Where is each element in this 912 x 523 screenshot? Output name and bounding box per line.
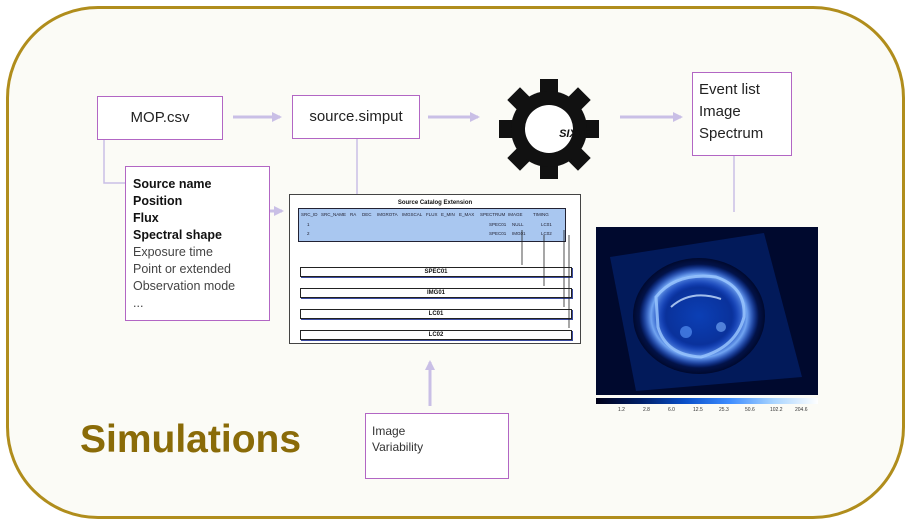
- param-exposure-time: Exposure time: [133, 245, 213, 259]
- catalog-cell-timing: LC01: [541, 222, 552, 227]
- output-event-list: Event list: [699, 81, 760, 98]
- output-image: Image: [699, 103, 741, 120]
- catalog-col-header: SRC_ID: [301, 212, 318, 217]
- catalog-ext-lc02: LC02: [300, 330, 572, 340]
- catalog-col-header: RA: [350, 212, 357, 217]
- catalog-header-row: SRC_ID SRC_NAME RA DEC IMGROTA IMGSCAL F…: [299, 212, 565, 219]
- catalog-table: SRC_ID SRC_NAME RA DEC IMGROTA IMGSCAL F…: [298, 208, 566, 242]
- catalog-cell-id: 2: [307, 231, 310, 236]
- source-parameters-box: Source name Position Flux Spectral shape…: [125, 166, 270, 321]
- connector-mop-to-params: [103, 138, 125, 184]
- mop-csv-label: MOP.csv: [130, 109, 190, 126]
- catalog-col-header: IMGSCAL: [402, 212, 423, 217]
- colorbar-tick: 102.2: [770, 407, 783, 413]
- param-spectral-shape: Spectral shape: [133, 228, 222, 242]
- outputs-box: Event list Image Spectrum: [692, 72, 792, 156]
- catalog-cell-image: IMG01: [512, 231, 526, 236]
- colorbar-tick: 1.2: [618, 407, 625, 413]
- catalog-col-header: SRC_NAME: [321, 212, 347, 217]
- extra-input-variability: Variability: [372, 440, 424, 454]
- extra-input-image: Image: [372, 424, 406, 438]
- colorbar-tick: 12.5: [693, 407, 703, 413]
- catalog-cell-image: NULL: [512, 222, 524, 227]
- sixte-label: SIXTE: [559, 128, 591, 140]
- catalog-col-header: DEC: [362, 212, 372, 217]
- catalog-col-header: E_MIN: [441, 212, 455, 217]
- colorbar-tick: 204.6: [795, 407, 808, 413]
- colorbar-tick: 6.0: [668, 407, 675, 413]
- catalog-col-header: SPECTRUM: [480, 212, 506, 217]
- output-spectrum: Spectrum: [699, 125, 764, 142]
- source-simput-box: source.simput: [292, 95, 420, 139]
- param-point-or-extended: Point or extended: [133, 262, 231, 276]
- catalog-col-header: TIMING: [533, 212, 549, 217]
- mop-csv-box: MOP.csv: [97, 96, 223, 140]
- catalog-title: Source Catalog Extension: [397, 200, 473, 206]
- xray-image-render: [610, 233, 802, 391]
- source-simput-label: source.simput: [309, 108, 403, 125]
- catalog-col-header: E_MAX: [459, 212, 475, 217]
- xray-image: [596, 227, 818, 395]
- param-source-name: Source name: [133, 177, 212, 191]
- catalog-row: 2 SPEC01 IMG01 LC02: [299, 231, 565, 238]
- colorbar-tick: 25.3: [719, 407, 729, 413]
- param-ellipsis: ...: [133, 296, 144, 310]
- catalog-col-header: FLUX: [426, 212, 438, 217]
- catalog-cell-id: 1: [307, 222, 310, 227]
- catalog-col-header: IMGROTA: [377, 212, 398, 217]
- catalog-ext-img01: IMG01: [300, 288, 572, 298]
- param-observation-mode: Observation mode: [133, 279, 236, 293]
- extra-inputs-box: Image Variability: [365, 413, 509, 479]
- catalog-cell-timing: LC02: [541, 231, 552, 236]
- colorbar-tick: 2.8: [643, 407, 650, 413]
- param-flux: Flux: [133, 211, 159, 225]
- catalog-col-header: IMAGE: [508, 212, 523, 217]
- catalog-link-arrows: [521, 230, 570, 328]
- simput-catalog-figure: Source Catalog Extension SRC_ID SRC_NAME…: [289, 194, 581, 344]
- catalog-ext-spec01: SPEC01: [300, 267, 572, 277]
- param-position: Position: [133, 194, 183, 208]
- catalog-cell-spectrum: SPEC01: [489, 222, 507, 227]
- catalog-row: 1 SPEC01 NULL LC01: [299, 222, 565, 229]
- colorbar: [596, 398, 818, 404]
- page-title: Simulations: [80, 418, 302, 461]
- catalog-ext-lc01: LC01: [300, 309, 572, 319]
- catalog-cell-spectrum: SPEC01: [489, 231, 507, 236]
- colorbar-tick: 50.6: [745, 407, 755, 413]
